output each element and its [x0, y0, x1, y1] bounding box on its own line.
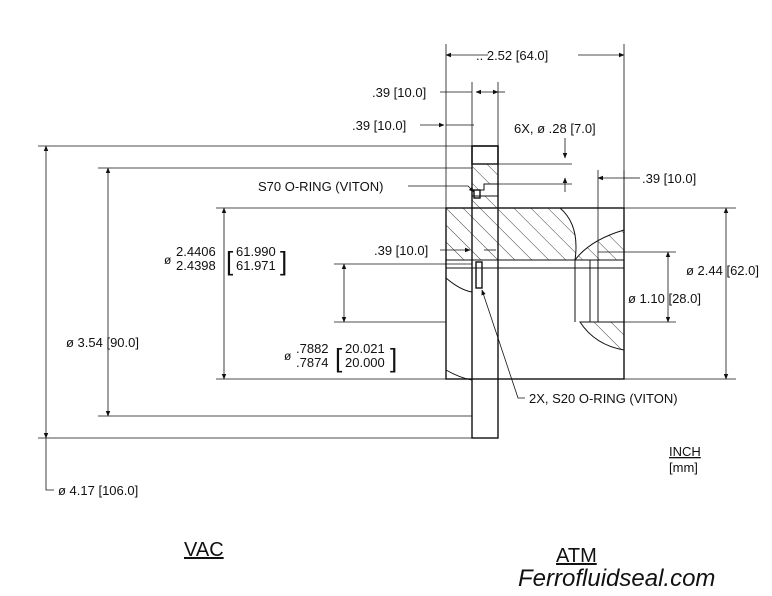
dim-atm-bore-depth: .39 [10.0]: [642, 171, 696, 186]
atm-side-label: ATM: [556, 545, 597, 567]
part-body: [445, 145, 625, 439]
s20-oring-groove: [475, 261, 483, 289]
housing-dia-prefix: ø: [164, 253, 172, 267]
hatched-atm-bore-lower: [579, 321, 625, 351]
shaft-mm-lower: 20.000: [345, 355, 385, 370]
housing-dia-upper: 2.4406: [176, 244, 216, 259]
housing-mm-bracket-r: ]: [280, 246, 287, 276]
dim-bore-dia: ø 2.44 [62.0]: [686, 263, 759, 278]
vac-side-label: VAC: [184, 539, 224, 561]
shaft-dia-upper: .7882: [296, 341, 329, 356]
housing-mm-bracket-l: [: [226, 246, 234, 276]
dim-overall-length: .. 2.52 [64.0]: [476, 48, 548, 63]
dim-bolt-holes: 6X, ø .28 [7.0]: [514, 121, 596, 136]
shaft-mm-bracket-r: ]: [390, 343, 397, 373]
dim-flange-dia: ø 3.54 [90.0]: [66, 335, 139, 350]
hatched-atm-bore: [573, 229, 625, 261]
units-block: INCH [mm]: [669, 444, 701, 475]
dimension-labels: .. 2.52 [64.0] .39 [10.0] .39 [10.0] 6X,…: [58, 48, 759, 498]
dim-shaft-flange-offset: .39 [10.0]: [372, 85, 426, 100]
hatched-flange-bolt: [471, 163, 499, 191]
units-primary: INCH: [669, 444, 701, 459]
housing-dia-lower: 2.4398: [176, 258, 216, 273]
shaft-dia-prefix: ø: [284, 349, 292, 363]
units-secondary: [mm]: [669, 460, 698, 475]
callout-s70-oring: S70 O-RING (VITON): [258, 179, 383, 194]
brand-watermark: Ferrofluidseal.com: [518, 565, 715, 592]
housing-mm-lower: 61.971: [236, 258, 276, 273]
shaft-mm-upper: 20.021: [345, 341, 385, 356]
vac-curve: [445, 277, 473, 293]
dimension-lines: [38, 44, 736, 491]
shaft-dia-lower: .7874: [296, 355, 329, 370]
s70-oring-groove: [473, 189, 481, 199]
dim-outer-dia: ø 4.17 [106.0]: [58, 483, 138, 498]
dim-oring-groove-depth: .39 [10.0]: [374, 243, 428, 258]
callout-s20-oring: 2X, S20 O-RING (VITON): [529, 391, 678, 406]
housing-mm-upper: 61.990: [236, 244, 276, 259]
dim-flange-thickness: .39 [10.0]: [352, 118, 406, 133]
dim-shaft-dia-atm: ø 1.10 [28.0]: [628, 291, 701, 306]
upper-boss: [471, 145, 499, 165]
vac-curve-lower: [445, 369, 473, 381]
shaft-mm-bracket-l: [: [335, 343, 343, 373]
